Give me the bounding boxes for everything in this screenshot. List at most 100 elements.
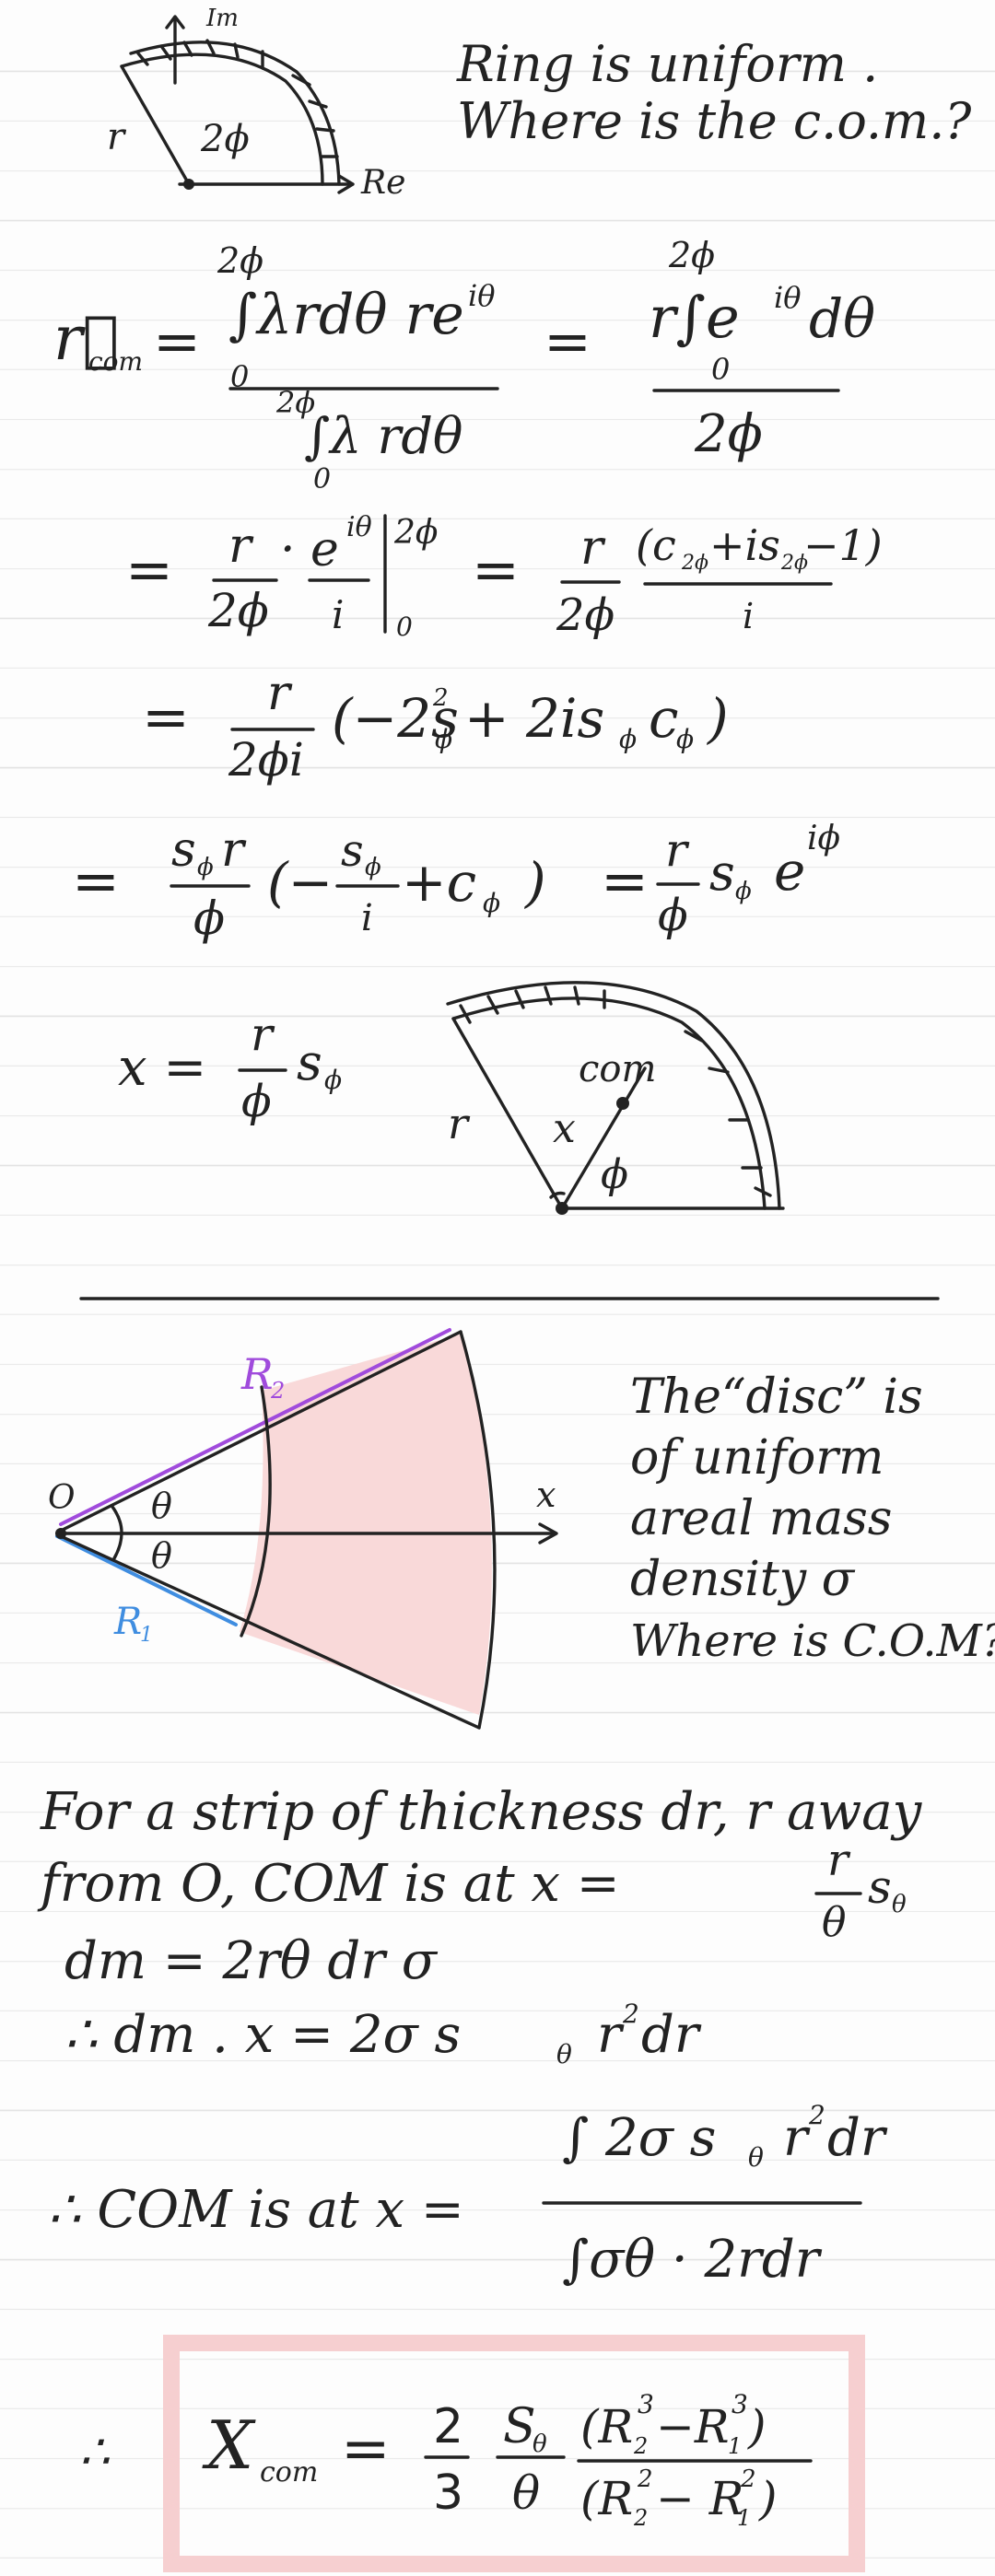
- svg-text:2: 2: [622, 1999, 639, 2029]
- svg-text:x =: x =: [118, 1038, 206, 1098]
- svg-text:2ϕ: 2ϕ: [694, 404, 763, 464]
- svg-text:ϕ: ϕ: [324, 1065, 342, 1095]
- derivation-line-2: = r 2ϕ · e iθ i 2ϕ 0 = r 2ϕ (c 2ϕ +is 2ϕ…: [125, 511, 883, 642]
- svg-text:ϕ: ϕ: [193, 892, 225, 945]
- svg-text:0: 0: [396, 612, 413, 642]
- svg-text:2ϕ: 2ϕ: [275, 385, 315, 420]
- svg-text:r: r: [597, 2005, 625, 2065]
- svg-text:+is: +is: [709, 520, 780, 570]
- svg-text:2: 2: [808, 2100, 825, 2130]
- R1-line: [55, 1534, 238, 1626]
- svg-text:For a strip of thickness dr, r: For a strip of thickness dr, r away: [40, 1782, 923, 1842]
- svg-text:s: s: [171, 822, 196, 878]
- svg-text:∫λrdθ re: ∫λrdθ re: [228, 283, 464, 347]
- svg-text:com: com: [88, 346, 143, 377]
- svg-text:s: s: [297, 1033, 322, 1091]
- inner-arc: [240, 1385, 272, 1638]
- svg-text:2ϕ: 2ϕ: [207, 584, 269, 637]
- svg-text:2ϕ: 2ϕ: [556, 589, 615, 641]
- result-box: [163, 2335, 865, 2572]
- svg-text:ϕ: ϕ: [619, 724, 637, 754]
- svg-text:ϕ: ϕ: [365, 854, 381, 881]
- svg-text:(R: (R: [580, 2400, 633, 2454]
- svg-text:2: 2: [432, 684, 449, 712]
- outer-arc: [459, 1330, 497, 1730]
- svg-text:r: r: [267, 666, 293, 721]
- svg-text:c: c: [649, 687, 678, 750]
- svg-text:1: 1: [140, 1624, 153, 1647]
- svg-text:∫σθ · 2rdr: ∫σθ · 2rdr: [562, 2230, 823, 2290]
- R2-line: [59, 1328, 451, 1526]
- svg-text:com: com: [260, 2456, 318, 2489]
- svg-text:r: r: [783, 2108, 811, 2168]
- svg-text:2: 2: [740, 2465, 756, 2493]
- svg-text:∴ COM is at x =: ∴ COM is at x =: [48, 2180, 464, 2240]
- svg-text:X: X: [202, 2407, 256, 2484]
- svg-text:r: r: [251, 1008, 275, 1061]
- R1-label: R: [113, 1601, 142, 1643]
- com-diagram: r com x ϕ: [446, 981, 785, 1215]
- label-re: Re: [360, 164, 405, 202]
- svg-text:dθ: dθ: [809, 287, 875, 350]
- svg-text:2: 2: [433, 2399, 463, 2454]
- svg-text:r: r: [228, 519, 254, 574]
- svg-text:r: r: [448, 1099, 471, 1148]
- svg-text:x: x: [553, 1105, 576, 1152]
- svg-text:1: 1: [737, 2505, 751, 2531]
- svg-text:+ 2is: + 2is: [464, 687, 604, 750]
- svg-text:∫ 2σ s: ∫ 2σ s: [562, 2108, 716, 2168]
- svg-text:com: com: [579, 1048, 656, 1090]
- hatching: [136, 39, 339, 158]
- svg-text:θ: θ: [748, 2142, 764, 2173]
- svg-text:2ϕi: 2ϕi: [228, 733, 304, 787]
- svg-text:r: r: [827, 1835, 851, 1886]
- svg-text:dr: dr: [641, 2005, 702, 2065]
- svg-text:θ: θ: [822, 1899, 847, 1946]
- label-angle: 2ϕ: [200, 118, 250, 160]
- svg-text:(−: (−: [267, 851, 333, 914]
- svg-text:θ: θ: [151, 1535, 172, 1576]
- svg-text:1: 1: [728, 2433, 742, 2459]
- svg-text:iθ: iθ: [774, 280, 802, 315]
- annulus-fill: [240, 1334, 492, 1715]
- svg-text:s: s: [709, 844, 735, 902]
- svg-text:=: =: [153, 308, 201, 375]
- svg-text:): ): [523, 851, 546, 914]
- svg-text:0: 0: [711, 352, 730, 387]
- svg-text:e: e: [774, 840, 805, 903]
- svg-text:): ): [747, 2400, 767, 2454]
- question-line-1: Ring is uniform .: [456, 35, 878, 93]
- derivation-line-3: = r 2ϕi (−2s 2 ϕ + 2is ϕ c ϕ ): [142, 666, 729, 787]
- svg-text:ϕ: ϕ: [658, 890, 688, 941]
- svg-text:∴ dm . x = 2σ s: ∴ dm . x = 2σ s: [64, 2005, 461, 2065]
- R2-label: R: [240, 1349, 274, 1399]
- svg-text:ϕ: ϕ: [735, 878, 752, 905]
- label-r: r: [107, 116, 127, 158]
- disc-description: The“disc” is of uniform areal mass densi…: [630, 1370, 995, 1667]
- svg-text:dr: dr: [827, 2108, 888, 2168]
- svg-text:i: i: [361, 897, 373, 939]
- svg-text:+c: +c: [402, 851, 476, 914]
- question-line-2: Where is the c.o.m.?: [457, 92, 972, 150]
- svg-text:ϕ: ϕ: [483, 888, 500, 918]
- strip-derivation: For a strip of thickness dr, r away from…: [37, 1782, 923, 2290]
- svg-text:r∫e: r∫e: [649, 284, 740, 351]
- svg-text:density σ: density σ: [630, 1552, 856, 1607]
- svg-text:s: s: [868, 1860, 892, 1914]
- svg-text:from O, COM is at x =: from O, COM is at x =: [37, 1854, 620, 1914]
- svg-text:2ϕ: 2ϕ: [393, 514, 438, 552]
- svg-text:s: s: [341, 825, 364, 877]
- svg-text:2ϕ: 2ϕ: [668, 235, 715, 275]
- svg-text:iθ: iθ: [468, 278, 496, 313]
- svg-text:=: =: [544, 308, 591, 375]
- svg-text:r: r: [580, 520, 606, 576]
- svg-text:∴: ∴: [79, 2425, 110, 2480]
- svg-text:x: x: [536, 1474, 556, 1515]
- svg-text:=: =: [341, 2415, 391, 2483]
- svg-text:2ϕ: 2ϕ: [780, 552, 808, 575]
- svg-text:2: 2: [270, 1378, 285, 1404]
- svg-text:iϕ: iϕ: [807, 820, 840, 857]
- svg-text:−R: −R: [656, 2400, 730, 2454]
- svg-text:(c: (c: [636, 520, 676, 570]
